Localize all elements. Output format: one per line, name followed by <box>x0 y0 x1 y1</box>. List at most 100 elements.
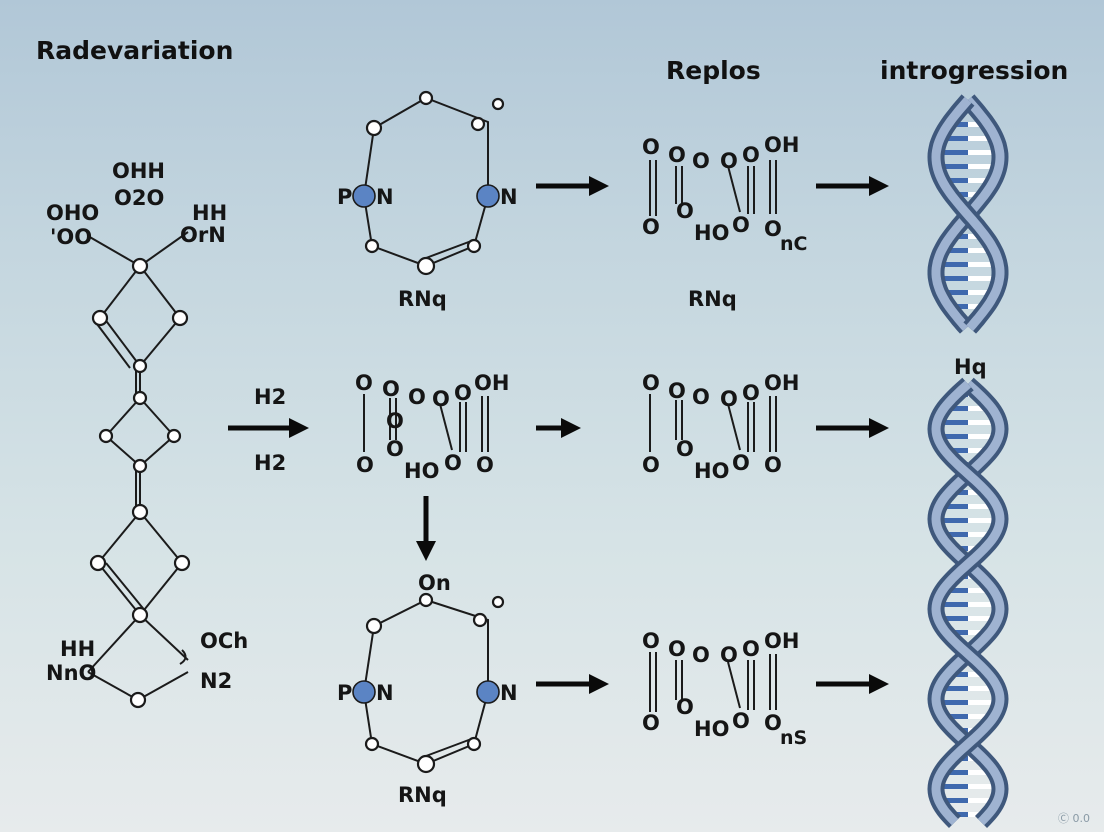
phosphorus-node <box>352 184 376 208</box>
chain-molecule-row2b: O O O O O OH O O HO O O <box>642 371 799 483</box>
atom-label: O <box>742 143 760 167</box>
base-pair <box>968 700 994 705</box>
base-pair <box>968 504 990 509</box>
atom-label: O <box>764 217 782 241</box>
base-pair <box>942 616 968 621</box>
dna-helix-bottom <box>927 377 1009 829</box>
atom-label: O <box>732 213 750 237</box>
base-pair <box>957 490 968 495</box>
atom-label: O <box>668 143 686 167</box>
base-pair <box>968 490 979 495</box>
base-pair <box>968 276 994 281</box>
atom-label: O <box>432 387 450 411</box>
base-pair <box>946 178 968 183</box>
base-pair <box>942 784 968 789</box>
base-pair <box>942 434 968 439</box>
atom-label: O <box>676 695 694 719</box>
base-pair <box>968 420 993 425</box>
atom-label: O <box>382 377 400 401</box>
atom-label: N2 <box>200 669 232 693</box>
atom-label: O <box>444 451 462 475</box>
atom-label: NnO <box>46 661 96 685</box>
atom-label: O <box>764 711 782 735</box>
atom-label: O <box>742 381 760 405</box>
atom-label: HO <box>404 459 439 483</box>
atom-label: OCh <box>200 629 248 653</box>
base-pair <box>943 420 968 425</box>
atom-label: O <box>764 453 782 477</box>
base-pair <box>968 714 990 719</box>
atom-label: P <box>337 681 352 705</box>
atom-label: O <box>720 643 738 667</box>
atom-label: On <box>418 571 451 595</box>
atom-label: O <box>732 451 750 475</box>
base-pair <box>968 248 988 253</box>
base-pair <box>968 234 978 239</box>
base-pair <box>955 672 968 677</box>
atom-label: HH <box>60 637 95 661</box>
ring-caption: RNq <box>398 783 447 807</box>
atom-label: O <box>476 453 494 477</box>
base-pair <box>968 588 986 593</box>
base-pair <box>968 518 994 523</box>
atom-label: O <box>642 629 660 653</box>
nitrogen-node <box>476 184 500 208</box>
base-pair <box>945 290 968 295</box>
watermark: Ⓒ 0.0 <box>1058 812 1090 825</box>
base-pair <box>942 700 968 705</box>
base-pair <box>953 304 968 309</box>
atom-label: O <box>386 409 404 433</box>
base-pair <box>951 406 968 411</box>
atom-label: O <box>408 385 426 409</box>
chain-molecule-row1: O O O O O OH O O HO O O nC RNq <box>642 133 807 311</box>
base-pair <box>945 686 968 691</box>
atom-label: OH <box>764 133 799 157</box>
base-pair <box>945 532 968 537</box>
nitrogen-node <box>476 680 500 704</box>
base-pair <box>968 602 994 607</box>
left-molecule: OHH O2O OHO HH 'OO OrN HH OCh NnO N2 <box>46 159 248 709</box>
column-header-introgression: introgression <box>880 56 1069 85</box>
atom-label: HH <box>192 201 227 225</box>
atom-label: O <box>692 643 710 667</box>
base-pair <box>968 136 989 141</box>
base-pair <box>942 602 968 607</box>
atom-label: O <box>668 637 686 661</box>
base-pair <box>958 234 968 239</box>
atom-label: O <box>742 637 760 661</box>
base-pair <box>968 770 988 775</box>
base-pair <box>968 798 993 803</box>
atom-label: OHO <box>46 201 99 225</box>
atom-label: O <box>355 371 373 395</box>
reagent-label: H2 <box>254 385 286 409</box>
base-pair <box>968 406 985 411</box>
base-pair <box>951 812 968 817</box>
dna-strand-highlight <box>931 380 1005 826</box>
base-pair <box>948 448 968 453</box>
atom-label: O <box>454 381 472 405</box>
atom-label: nC <box>780 233 807 255</box>
base-pair <box>942 518 968 523</box>
atom-label: OH <box>764 371 799 395</box>
base-pair <box>948 248 968 253</box>
column-header-replos: Replos <box>666 56 761 85</box>
atom-label: O <box>668 379 686 403</box>
base-pair <box>943 262 968 267</box>
atom-label: O <box>732 709 750 733</box>
atom-label: OrN <box>180 223 226 247</box>
base-pair <box>950 630 968 635</box>
ring-molecule-top: P N N RNq <box>337 90 518 311</box>
base-pair <box>968 686 991 691</box>
ring-molecule-bottom: On P N N RNq <box>337 571 518 807</box>
atom-label: O <box>642 135 660 159</box>
atom-label: OH <box>474 371 509 395</box>
atom-label: N <box>376 681 394 705</box>
ring-caption: RNq <box>398 287 447 311</box>
base-pair <box>968 812 985 817</box>
atom-label: O <box>642 215 660 239</box>
base-pair <box>968 448 988 453</box>
base-pair <box>942 150 968 155</box>
atom-label: P <box>337 185 352 209</box>
base-pair <box>968 616 994 621</box>
atom-label: O <box>720 149 738 173</box>
